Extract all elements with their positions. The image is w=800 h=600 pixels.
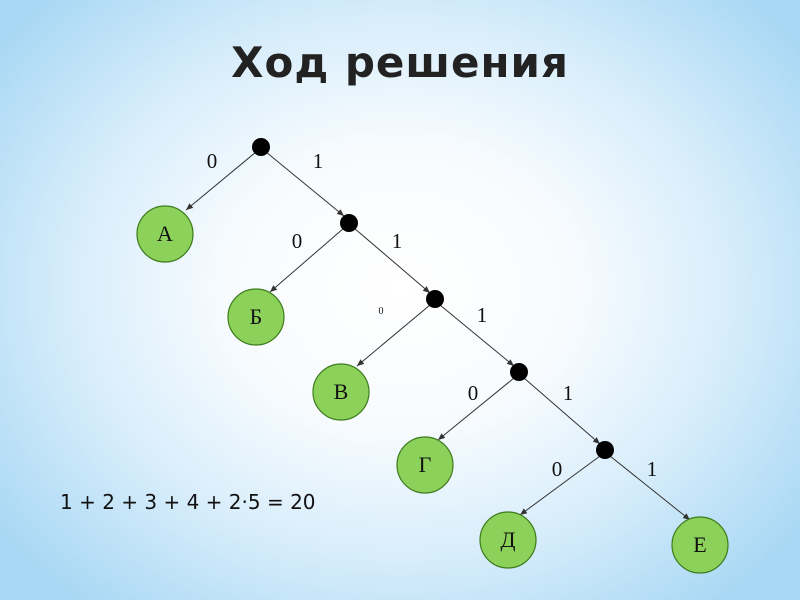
root-node: [252, 138, 270, 156]
edge-root-to-n1: [265, 151, 345, 217]
internal-node-4: [596, 441, 614, 459]
edge-label-0-b: 0: [292, 229, 303, 253]
edge-n4-to-d: [519, 455, 601, 516]
leaf-e: Е: [671, 516, 729, 574]
edge-root-to-a: [185, 151, 257, 211]
edge-n2-to-n3: [439, 304, 515, 367]
edge-label-1-n2: 1: [477, 303, 488, 327]
leaf-a-label: А: [157, 221, 173, 246]
leaf-d-label: Д: [500, 527, 515, 552]
edge-n2-to-v: [356, 304, 431, 367]
internal-node-2: [426, 290, 444, 308]
leaf-b-label: Б: [250, 304, 263, 329]
edge-label-0-g: 0: [468, 381, 479, 405]
edge-label-1-root: 1: [313, 149, 324, 173]
edge-label-1-n3: 1: [563, 381, 574, 405]
leaf-g-label: Г: [419, 452, 432, 477]
leaf-g: Г: [396, 436, 454, 494]
leaf-v-label: В: [334, 379, 349, 404]
edge-n3-to-n4: [523, 377, 601, 445]
leaf-v: В: [312, 363, 370, 421]
page-title: Ход решения: [231, 38, 569, 87]
edge-label-1-n1: 1: [392, 229, 403, 253]
leaf-d: Д: [479, 511, 537, 569]
edge-label-0-d: 0: [552, 457, 563, 481]
edge-label-0-v: 0: [379, 306, 384, 317]
leaf-a: А: [136, 205, 194, 263]
edge-label-0-a: 0: [207, 149, 218, 173]
edge-n4-to-e: [609, 455, 691, 521]
leaf-b: Б: [227, 288, 285, 346]
edge-n3-to-g: [437, 377, 515, 441]
leaf-e-label: Е: [693, 532, 706, 557]
edge-n1-to-b: [269, 227, 345, 293]
internal-node-1: [340, 214, 358, 232]
formula-text: 1 + 2 + 3 + 4 + 2·5 = 20: [60, 490, 316, 514]
edge-label-1-n4: 1: [647, 457, 658, 481]
internal-node-3: [510, 363, 528, 381]
edge-n1-to-n2: [353, 227, 431, 294]
